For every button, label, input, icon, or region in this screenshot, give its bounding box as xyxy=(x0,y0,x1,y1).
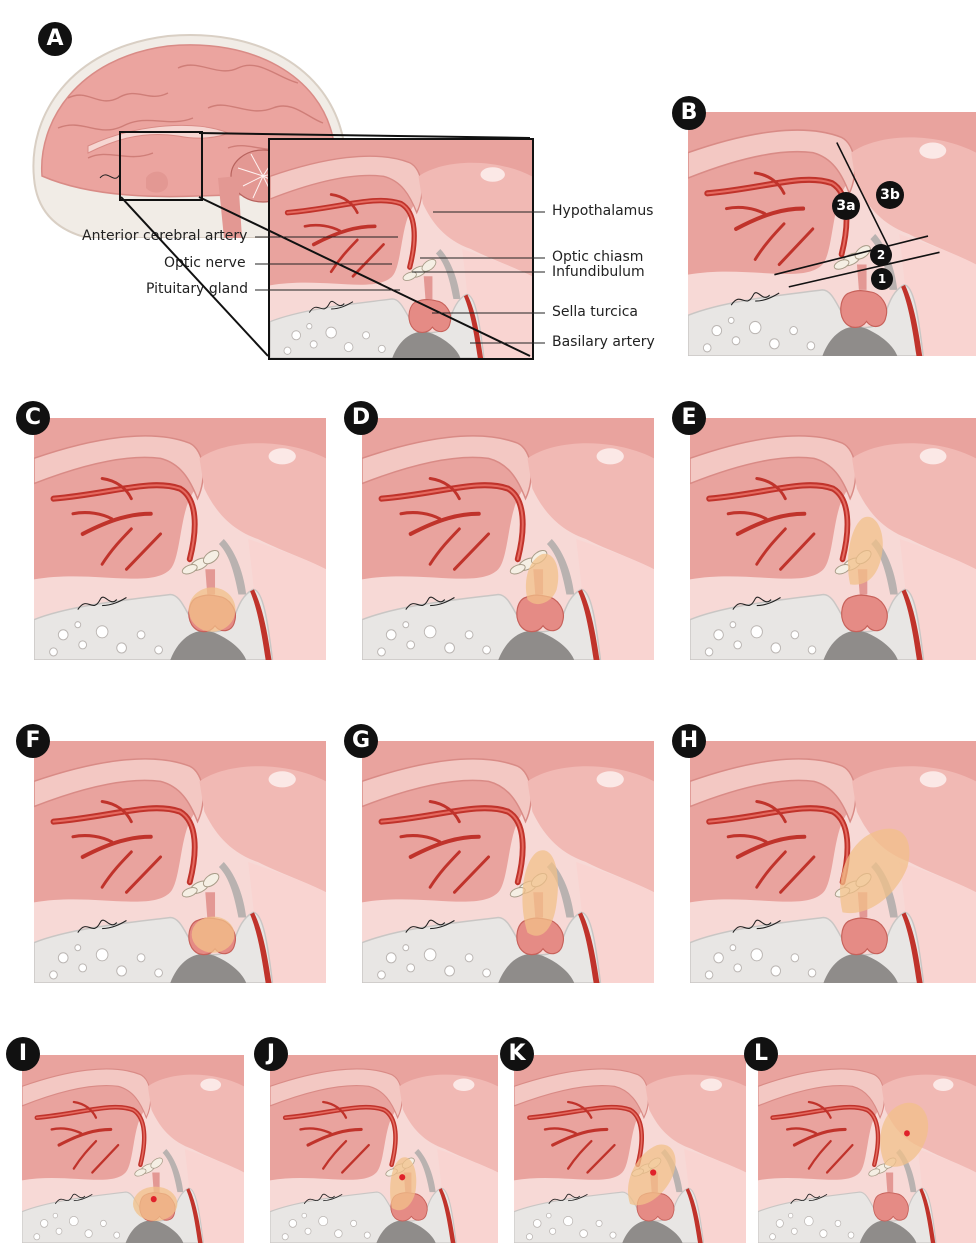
panel-label-f: F xyxy=(16,724,50,758)
zone-2: 2 xyxy=(870,244,892,266)
panel-g-infundibular xyxy=(362,741,654,983)
panel-label-k: K xyxy=(500,1037,534,1071)
panel-h-suprasellar-large xyxy=(690,741,976,983)
panel-b-zones xyxy=(688,112,976,356)
label-basilary-artery: Basilary artery xyxy=(552,334,655,350)
panel-d-infundibular xyxy=(362,418,654,660)
panel-j xyxy=(270,1055,498,1243)
panel-c-sellar xyxy=(34,418,326,660)
panel-l xyxy=(758,1055,976,1243)
panel-label-c: C xyxy=(16,401,50,435)
panel-i xyxy=(22,1055,244,1243)
panel-label-h: H xyxy=(672,724,706,758)
label-infundibulum: Infundibulum xyxy=(552,264,645,280)
label-leader-lines xyxy=(0,0,560,360)
label-sella-turcica: Sella turcica xyxy=(552,304,638,320)
panel-label-j: J xyxy=(254,1037,288,1071)
zone-3b: 3b xyxy=(876,181,904,209)
panel-label-d: D xyxy=(344,401,378,435)
label-hypothalamus: Hypothalamus xyxy=(552,203,653,219)
panel-label-g: G xyxy=(344,724,378,758)
label-optic-chiasm: Optic chiasm xyxy=(552,249,643,265)
panel-e-suprasellar xyxy=(690,418,976,660)
panel-k xyxy=(514,1055,746,1243)
panel-label-e: E xyxy=(672,401,706,435)
panel-f-sellar xyxy=(34,741,326,983)
zone-1: 1 xyxy=(871,268,893,290)
zone-3a: 3a xyxy=(832,192,860,220)
panel-label-i: I xyxy=(6,1037,40,1071)
panel-label-a: A xyxy=(38,22,72,56)
panel-label-b: B xyxy=(672,96,706,130)
panel-label-l: L xyxy=(744,1037,778,1071)
